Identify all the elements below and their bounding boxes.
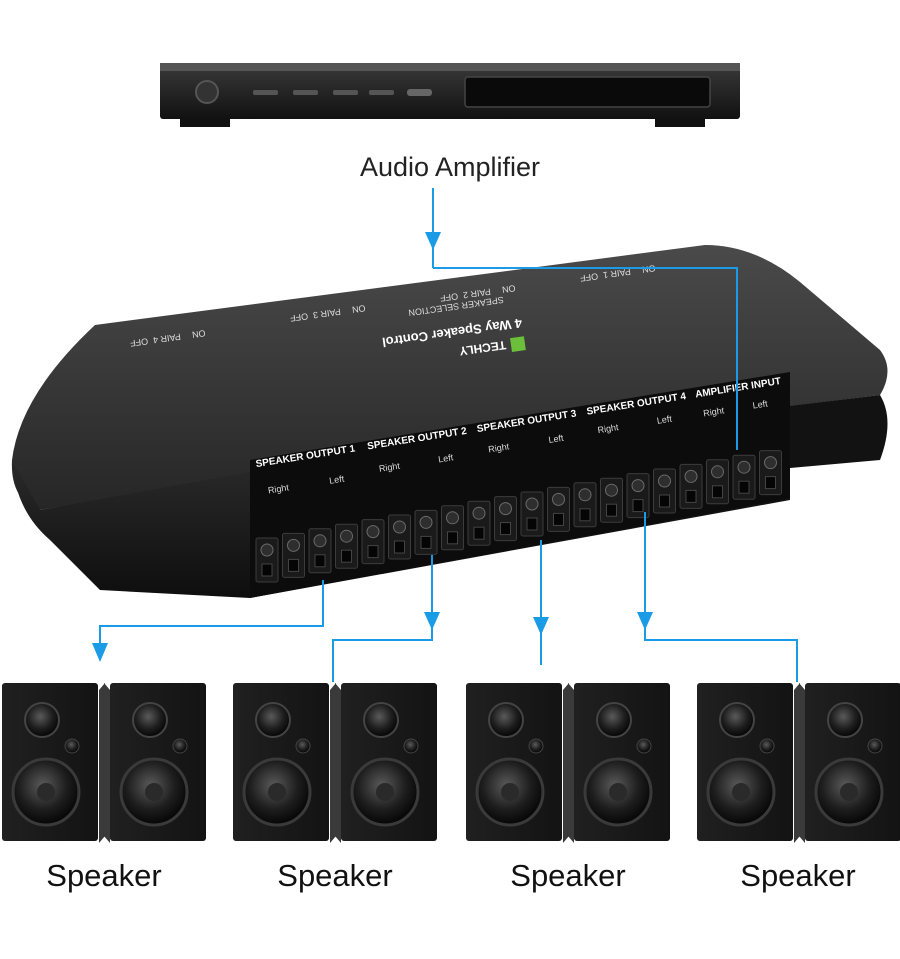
speaker-label-4: Speaker: [740, 858, 856, 893]
svg-text:Right: Right: [378, 461, 401, 474]
speaker-cabinet: [466, 683, 569, 843]
svg-text:OFF: OFF: [129, 336, 149, 348]
terminal-block[interactable]: [414, 509, 438, 555]
speaker-label-3: Speaker: [510, 858, 626, 893]
terminal-block[interactable]: [547, 486, 570, 532]
pair2-labels: ON PAIR 2 OFF: [439, 283, 516, 304]
svg-text:Left: Left: [656, 414, 673, 426]
svg-text:Left: Left: [328, 473, 345, 485]
svg-text:ON: ON: [351, 303, 366, 315]
svg-text:Right: Right: [703, 405, 726, 418]
speaker-label-2: Speaker: [277, 858, 393, 893]
tweeter-icon: [719, 702, 755, 738]
terminal-blocks: [255, 450, 782, 583]
svg-text:Right: Right: [488, 441, 511, 454]
svg-text:ON: ON: [501, 283, 516, 295]
svg-text:OFF: OFF: [579, 271, 599, 283]
speaker-cabinet: [799, 683, 900, 843]
pair3-labels: ON PAIR 3 OFF: [289, 303, 366, 324]
terminal-block[interactable]: [255, 537, 279, 583]
terminal-block[interactable]: [520, 491, 544, 537]
terminal-block[interactable]: [388, 514, 411, 560]
terminal-block[interactable]: [467, 500, 491, 546]
brand-logo-icon: [510, 336, 526, 353]
svg-text:PAIR 2: PAIR 2: [462, 286, 491, 300]
terminal-block[interactable]: [335, 523, 358, 569]
terminal-block[interactable]: [573, 482, 597, 528]
arrow-down-icon: [637, 612, 653, 630]
tweeter-icon: [596, 702, 632, 738]
speaker-cabinet: [233, 683, 336, 843]
speaker-cabinet: [568, 683, 670, 843]
tweeter-icon: [363, 702, 399, 738]
wire-amplifier-to-box: [432, 188, 738, 450]
arrow-down-icon: [424, 612, 440, 630]
speaker-cabinet: [335, 683, 437, 843]
terminal-block[interactable]: [282, 532, 305, 578]
tweeter-icon: [255, 702, 291, 738]
speaker-pairs: [2, 683, 900, 843]
audio-amplifier-device: [160, 63, 740, 127]
svg-text:Left: Left: [437, 452, 454, 464]
speaker-label-1: Speaker: [46, 858, 162, 893]
amplifier-label: Audio Amplifier: [359, 152, 541, 182]
arrow-down-icon: [92, 643, 108, 662]
speaker-switch-box: TECHLY 4 Way Speaker Control SPEAKER SEL…: [11, 245, 888, 598]
terminal-block[interactable]: [626, 473, 650, 519]
svg-text:Right: Right: [597, 422, 620, 435]
display-panel: [464, 76, 711, 108]
terminal-block[interactable]: [759, 450, 782, 496]
svg-text:Left: Left: [752, 398, 769, 410]
terminal-block[interactable]: [494, 496, 517, 542]
terminal-block[interactable]: [653, 468, 676, 514]
svg-text:ON: ON: [191, 328, 206, 340]
svg-text:PAIR 4: PAIR 4: [152, 331, 181, 345]
svg-text:OFF: OFF: [439, 291, 459, 303]
terminal-block[interactable]: [679, 463, 703, 509]
speaker-cabinet: [104, 683, 206, 843]
svg-text:OFF: OFF: [289, 311, 309, 323]
terminal-block[interactable]: [361, 519, 385, 565]
terminal-block[interactable]: [706, 459, 729, 505]
tweeter-icon: [827, 702, 863, 738]
terminal-block[interactable]: [308, 528, 332, 574]
speaker-cabinet: [697, 683, 800, 843]
brand-name: TECHLY: [458, 338, 506, 358]
tweeter-icon: [488, 702, 524, 738]
arrow-down-icon: [533, 617, 549, 635]
svg-text:PAIR 1: PAIR 1: [602, 266, 631, 280]
terminal-block[interactable]: [600, 477, 623, 523]
arrow-down-icon: [425, 232, 441, 250]
terminal-block[interactable]: [441, 505, 464, 551]
power-knob-icon: [195, 80, 219, 104]
svg-text:Left: Left: [548, 433, 565, 445]
svg-text:Right: Right: [267, 482, 290, 495]
speaker-cabinet: [2, 683, 105, 843]
terminal-block[interactable]: [732, 454, 756, 500]
pair4-labels: ON PAIR 4 OFF: [129, 328, 206, 349]
tweeter-icon: [24, 702, 60, 738]
tweeter-icon: [132, 702, 168, 738]
svg-text:PAIR 3: PAIR 3: [312, 306, 341, 320]
